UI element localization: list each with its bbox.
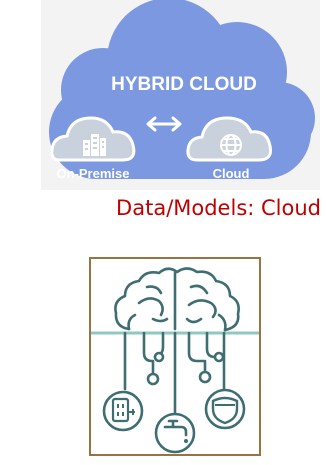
hybrid-cloud-title: HYBRID CLOUD	[111, 74, 257, 95]
caption: Data/Models: Cloud	[0, 196, 327, 220]
double-arrow-icon	[146, 116, 182, 132]
circuit-nodes	[146, 351, 225, 386]
power-outlet-icon	[102, 390, 144, 432]
brain-circuit-svg	[89, 257, 261, 456]
hybrid-cloud-svg: HYBRID CLOUD	[41, 0, 320, 190]
hybrid-cloud-graphic: HYBRID CLOUD	[41, 0, 320, 190]
on-premise-label: On-Premise	[57, 166, 130, 181]
globe-icon	[220, 134, 242, 156]
cloud-label: Cloud	[213, 166, 250, 181]
water-faucet-icon	[154, 412, 196, 454]
brain-panel	[89, 257, 261, 456]
shield-icon	[204, 388, 246, 430]
caption-text: Data/Models: Cloud	[116, 196, 321, 220]
brain-icon	[114, 267, 240, 332]
circuit-lines	[123, 331, 226, 427]
